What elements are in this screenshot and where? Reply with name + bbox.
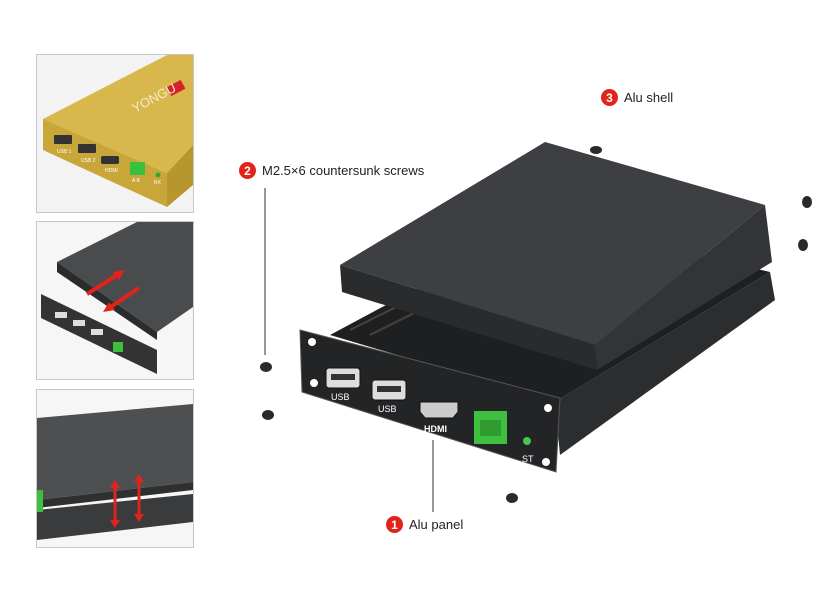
- usb-label: USB: [378, 404, 397, 414]
- callout-alu-shell: 3 Alu shell: [601, 89, 673, 106]
- port-label: USB 2: [81, 158, 96, 164]
- port-label: HDMI: [105, 168, 118, 174]
- thumbnail-gold-unit: YONGU USB 1 USB 2 HDMI A B RX: [36, 54, 194, 213]
- callout-label: M2.5×6 countersunk screws: [262, 163, 425, 178]
- alu-shell-side: [595, 205, 772, 370]
- hdmi-port: [419, 401, 459, 419]
- callout-screws: 2 M2.5×6 countersunk screws: [239, 162, 424, 179]
- thumbnail-slide-shell: [36, 221, 194, 380]
- thumbnail-fit-shell: [36, 389, 194, 548]
- usb-port-1: [325, 367, 361, 389]
- usb-label: USB: [331, 392, 350, 402]
- callout-number: 3: [601, 89, 618, 106]
- callout-label: Alu panel: [409, 517, 464, 532]
- status-led: [523, 437, 531, 445]
- st-label: ST: [522, 454, 534, 464]
- alu-shell-front: [340, 265, 597, 370]
- alu-shell-top: [340, 142, 765, 345]
- screw-icon: [260, 146, 812, 503]
- port-label: A B: [132, 178, 140, 184]
- hdmi-label: HDMI: [424, 424, 447, 434]
- callout-number: 1: [386, 516, 403, 533]
- usb-port-2: [371, 379, 407, 401]
- chassis-side: [555, 272, 775, 455]
- port-label: USB 1: [57, 149, 72, 155]
- callout-number: 2: [239, 162, 256, 179]
- terminal-block: [474, 411, 507, 444]
- callout-alu-panel: 1 Alu panel: [386, 516, 463, 533]
- callout-label: Alu shell: [624, 90, 674, 105]
- port-label: RX: [154, 180, 162, 186]
